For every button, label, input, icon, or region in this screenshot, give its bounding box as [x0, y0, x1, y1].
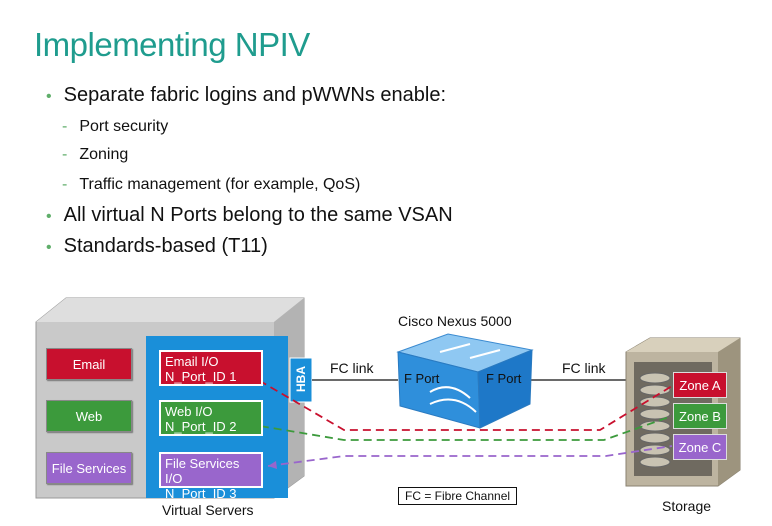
- bullet-dot-icon: •: [46, 208, 52, 225]
- bullet-dot-icon: •: [46, 88, 52, 105]
- io-box-email: Email I/O N_Port_ID 1: [159, 350, 263, 386]
- server-chassis-top: [36, 298, 304, 322]
- zone-b: Zone B: [673, 403, 727, 429]
- zone-a: Zone A: [673, 372, 727, 398]
- slide-title: Implementing NPIV: [34, 26, 310, 63]
- switch-side: [477, 349, 533, 429]
- sub-bullet-item: -Port security: [62, 118, 169, 135]
- io-box-web: Web I/O N_Port_ID 2: [159, 400, 263, 436]
- sub-bullet-item: -Traffic management (for example, QoS): [62, 176, 361, 193]
- app-file-services: File Services: [46, 452, 132, 484]
- switch-arrows-icon: [429, 343, 501, 413]
- web-path: [247, 415, 673, 441]
- dash-icon: -: [62, 146, 68, 163]
- file-services-arrow-icon: [268, 461, 277, 469]
- bullet-item: •All virtual N Ports belong to the same …: [46, 204, 453, 226]
- zone-c: Zone C: [673, 434, 727, 460]
- app-web: Web: [46, 400, 132, 432]
- f-port-right: F Port: [486, 371, 522, 386]
- virtual-servers-label: Virtual Servers: [162, 502, 254, 518]
- storage-top: [626, 338, 740, 352]
- f-port-left: F Port: [404, 371, 440, 386]
- dash-icon: -: [62, 118, 68, 135]
- legend-box: FC = Fibre Channel: [398, 487, 518, 505]
- bullet-dot-icon: •: [46, 239, 52, 256]
- fc-link-right-label: FC link: [562, 360, 606, 376]
- io-box-file-services: File Services I/O N_Port_ID 3: [159, 452, 263, 501]
- bullet-item: •Standards-based (T11): [46, 235, 268, 257]
- switch-label: Cisco Nexus 5000: [398, 313, 512, 329]
- app-email: Email: [46, 348, 132, 380]
- fc-link-left-label: FC link: [330, 360, 374, 376]
- file-services-path: [267, 445, 673, 467]
- disk-stack-icon: [639, 372, 671, 468]
- storage-label: Storage: [662, 498, 712, 514]
- sub-bullet-item: -Zoning: [62, 146, 129, 163]
- hba-label: HBA: [294, 366, 308, 392]
- bullet-item: •Separate fabric logins and pWWNs enable…: [46, 84, 447, 106]
- dash-icon: -: [62, 176, 68, 193]
- email-path: [247, 373, 673, 431]
